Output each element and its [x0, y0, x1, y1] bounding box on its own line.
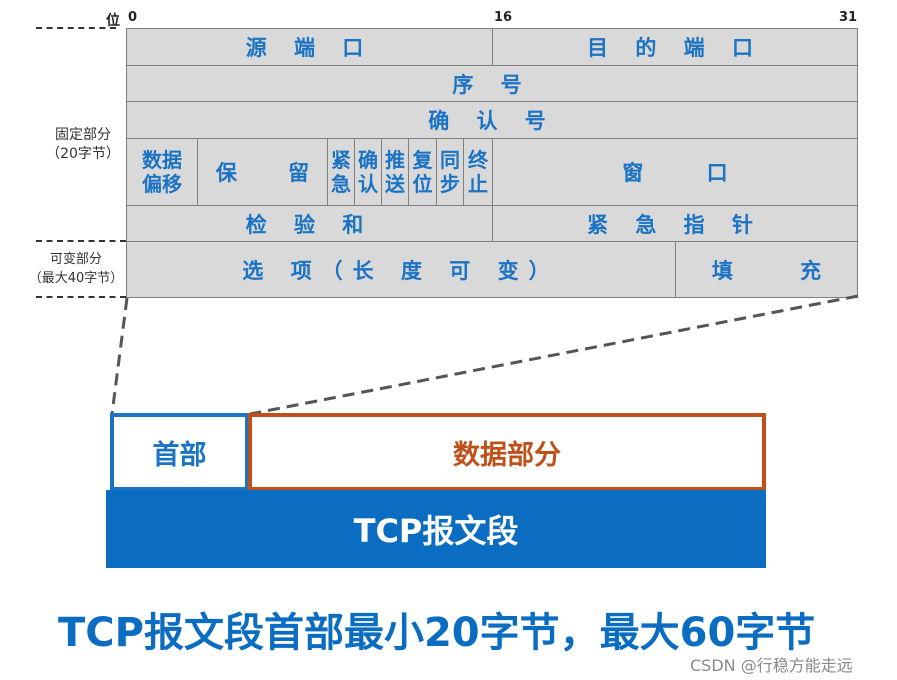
field-source-port-label: 源 端 口 — [245, 36, 374, 60]
segment-data-box: 数据部分 — [248, 413, 766, 491]
fixed-variable-divider — [36, 240, 126, 242]
tcp-segment-band: TCP报文段 — [106, 490, 766, 568]
field-data-offset-line2: 偏移 — [142, 172, 182, 196]
flag-rst: 复位 — [408, 138, 437, 206]
flag-urg: 紧急 — [327, 138, 355, 206]
fixed-part-line1: 固定部分 — [55, 127, 111, 143]
summary-caption: TCP报文段首部最小20字节，最大60字节 — [58, 610, 816, 656]
flag-rst-line2: 位 — [412, 172, 433, 196]
field-data-offset-line1: 数据 — [142, 148, 182, 172]
bit-ruler-dash — [36, 27, 116, 29]
flag-psh: 推送 — [381, 138, 409, 206]
flag-syn-line1: 同 — [440, 148, 460, 172]
field-reserved-label: 保 留 — [215, 161, 332, 185]
field-sequence-number-label: 序 号 — [452, 72, 532, 97]
flag-ack-line1: 确 — [358, 148, 378, 172]
flag-fin-line2: 止 — [468, 172, 488, 196]
variable-part-label: 可变部分 （最大40字节） — [24, 250, 128, 288]
flag-syn: 同步 — [436, 138, 464, 206]
field-dest-port: 目 的 端 口 — [492, 28, 858, 66]
field-options: 选 项（长 度 可 变） — [126, 241, 676, 298]
field-ack-number-label: 确 认 号 — [428, 109, 556, 133]
flag-fin: 终止 — [463, 138, 493, 206]
field-urgent-pointer-label: 紧 急 指 针 — [587, 212, 763, 237]
segment-header-box: 首部 — [110, 413, 249, 491]
bit-label-16: 16 — [494, 10, 513, 25]
bit-label-31: 31 — [839, 10, 858, 25]
flag-psh-line1: 推 — [385, 148, 405, 172]
flag-urg-line2: 急 — [331, 172, 351, 196]
field-padding: 填 充 — [675, 241, 858, 298]
field-dest-port-label: 目 的 端 口 — [587, 36, 763, 60]
field-urgent-pointer: 紧 急 指 针 — [492, 205, 858, 242]
flag-psh-line2: 送 — [385, 172, 405, 196]
watermark: CSDN @行稳方能走远 — [690, 656, 853, 675]
field-checksum-label: 检 验 和 — [245, 212, 374, 237]
fixed-part-line2: （20字节） — [46, 146, 120, 162]
flag-rst-line1: 复 — [412, 148, 433, 172]
segment-data-label: 数据部分 — [453, 439, 561, 471]
field-checksum: 检 验 和 — [126, 205, 493, 242]
flag-syn-line2: 步 — [440, 172, 460, 196]
bit-label-0: 0 — [128, 10, 138, 25]
field-window-label: 窗 口 — [622, 161, 756, 185]
field-reserved: 保 留 — [197, 138, 328, 206]
field-padding-label: 填 充 — [711, 258, 852, 283]
flag-urg-line1: 紧 — [331, 148, 351, 172]
variable-part-line1: 可变部分 — [49, 252, 102, 267]
field-source-port: 源 端 口 — [126, 28, 493, 66]
variable-bottom-divider — [36, 296, 126, 298]
field-window: 窗 口 — [492, 138, 858, 206]
field-options-label: 选 项（长 度 可 变） — [242, 258, 560, 283]
field-data-offset: 数据 偏移 — [126, 138, 198, 206]
fixed-part-label: 固定部分 （20字节） — [40, 126, 126, 164]
segment-header-label: 首部 — [152, 439, 207, 471]
flag-ack-line2: 认 — [358, 172, 378, 196]
flag-fin-line1: 终 — [468, 148, 488, 172]
bit-prefix-label: 位 — [106, 13, 120, 29]
tcp-segment-band-label: TCP报文段 — [353, 512, 519, 550]
variable-part-line2: （最大40字节） — [28, 271, 124, 286]
field-sequence-number: 序 号 — [126, 65, 858, 102]
